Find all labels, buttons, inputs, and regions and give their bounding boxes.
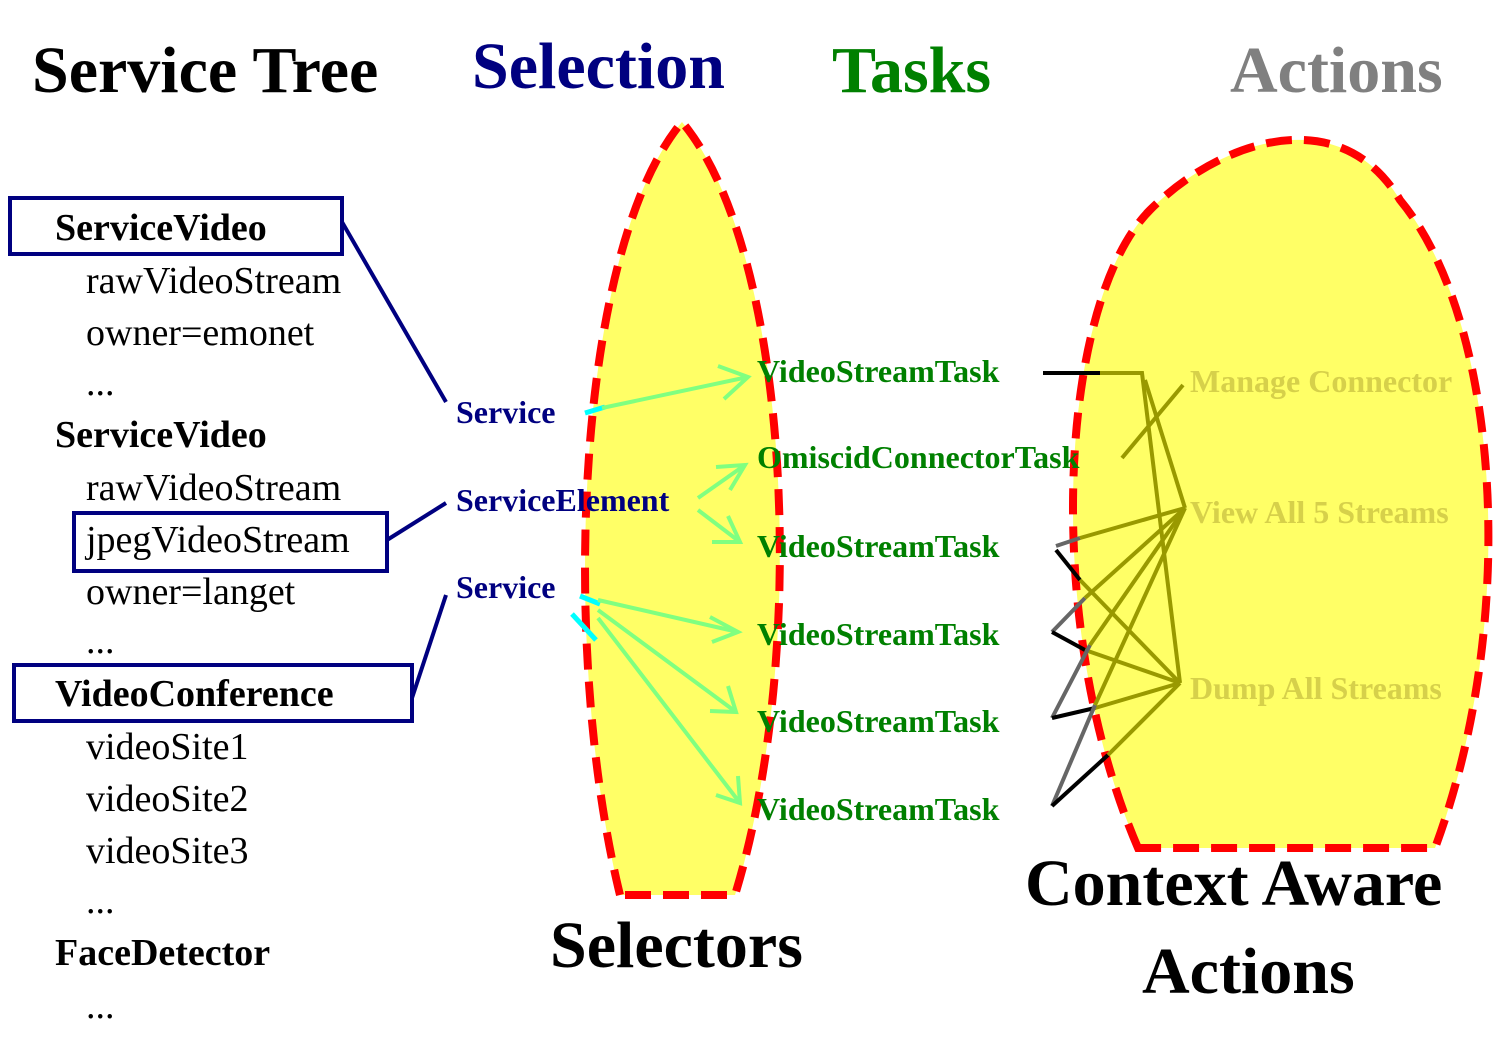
tree-item: VideoConference [55,673,334,715]
tree-item: jpegVideoStream [84,519,350,561]
selector-serviceelement: ServiceElement [456,482,670,518]
task-label: VideoStreamTask [757,528,1000,564]
cyan-stub-1 [584,404,606,416]
selector-to-task-arrows [596,364,752,806]
tree-box-servicevideo [8,196,344,256]
tree-item: ServiceVideo [55,207,267,249]
task-to-action-lines [1043,371,1187,808]
service-tree: ServiceVideo rawVideoStream owner=emonet… [55,207,350,1027]
footer-actions: Actions [1142,935,1355,1008]
header-service-tree: Service Tree [32,34,378,107]
tree-item: ... [86,620,115,662]
task-label: VideoStreamTask [757,791,1000,827]
header-tasks: Tasks [832,34,991,107]
action-dump-all-streams: Dump All Streams [1190,670,1442,706]
tree-item: ... [86,880,115,922]
tree-item: owner=emonet [86,312,315,354]
task-label: OmiscidConnectorTask [757,439,1080,475]
header-selection: Selection [472,30,725,103]
tree-item: ServiceVideo [55,414,267,456]
tree-item: videoSite2 [86,778,249,820]
connector-tree-to-serviceelement [385,501,448,542]
action-view-all-streams: View All 5 Streams [1190,494,1449,530]
tree-item: ... [86,362,115,404]
connector-tree-to-service-2 [410,594,448,699]
tree-item: FaceDetector [55,932,270,974]
tree-box-jpegvideostream [72,511,389,573]
task-label: VideoStreamTask [757,353,1000,389]
tree-item: rawVideoStream [86,467,341,509]
cyan-stub-3 [570,612,598,642]
header-actions: Actions [1230,34,1443,107]
cyan-stub-2 [579,593,601,607]
tree-item: videoSite1 [86,726,249,768]
footer-selectors: Selectors [550,909,803,982]
connector-tree-to-service-1 [340,220,448,404]
selector-service-2: Service [456,569,556,605]
tree-item: owner=langet [86,571,296,613]
selector-service-1: Service [456,394,556,430]
task-label: VideoStreamTask [757,703,1000,739]
footer-context-aware: Context Aware [1025,847,1442,920]
tree-item: rawVideoStream [86,260,341,302]
task-label: VideoStreamTask [757,616,1000,652]
action-manage-connector: Manage Connector [1190,363,1452,399]
tree-item: ... [86,985,115,1027]
tree-item: videoSite3 [86,830,249,872]
